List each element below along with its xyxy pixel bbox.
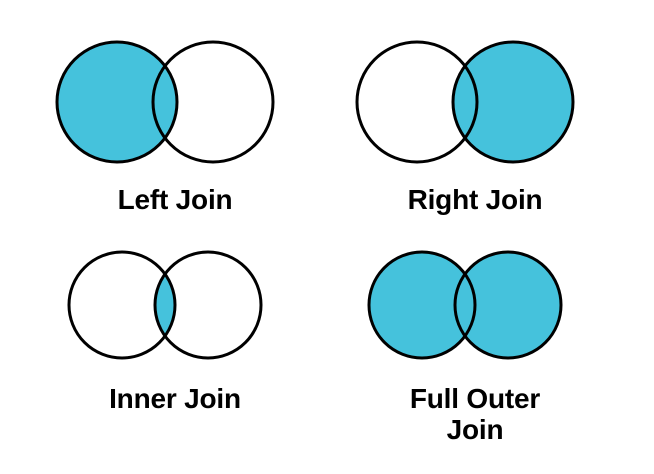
circle-right-outline	[151, 40, 275, 164]
circle-right-filled	[453, 42, 573, 162]
venn-full-outer-join	[367, 250, 563, 360]
circle-left-filled	[57, 42, 177, 162]
circle-right-empty	[153, 42, 273, 162]
circle-left-empty	[69, 252, 175, 358]
venn-inner-join	[67, 250, 263, 360]
venn-left-join	[55, 40, 275, 164]
circle-right-outline	[451, 40, 575, 164]
diagram-right-join: Right Join	[345, 30, 605, 215]
circle-right-empty	[155, 252, 261, 358]
circle-right-outline	[453, 250, 563, 360]
circle-left-empty	[357, 42, 477, 162]
diagram-full-outer-join: Full Outer Join	[345, 237, 605, 446]
circle-left-outline	[67, 250, 177, 360]
diagram-left-join: Left Join	[45, 30, 305, 215]
circle-left-outline	[367, 250, 477, 360]
venn-right-join	[355, 40, 575, 164]
diagram-label-left-join: Left Join	[117, 184, 233, 215]
circle-right-outline	[153, 250, 263, 360]
diagram-label-inner-join: Inner Join	[109, 383, 241, 414]
diagram-inner-join: Inner Join	[45, 237, 305, 414]
diagram-label-full-outer-join: Full Outer Join	[409, 383, 541, 446]
circle-left-outline	[355, 40, 479, 164]
diagram-label-right-join: Right Join	[407, 184, 543, 215]
circle-left-outline	[55, 40, 179, 164]
circle-right-filled	[455, 252, 561, 358]
circle-left-filled	[369, 252, 475, 358]
